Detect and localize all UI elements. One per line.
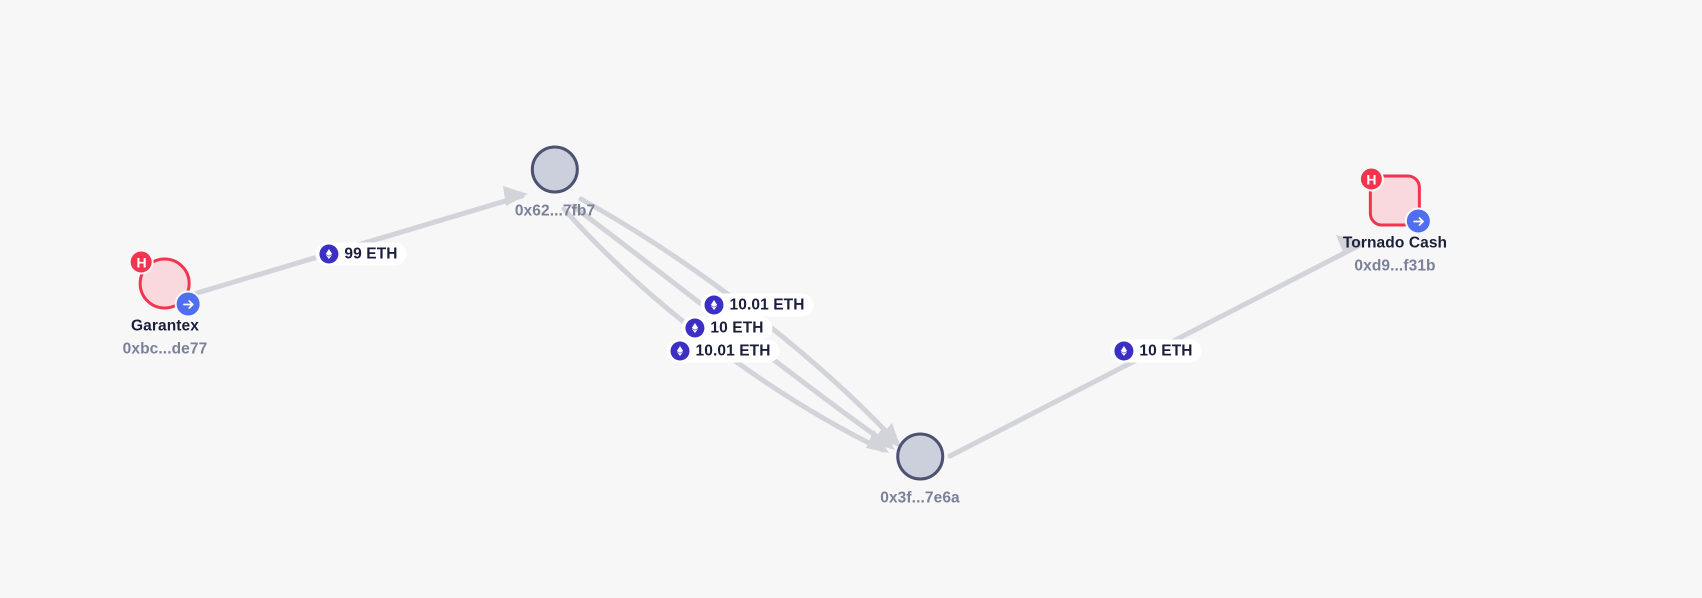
node-glyph[interactable]: H bbox=[129, 249, 202, 318]
edge-label-10-01-eth-a[interactable]: 10.01 ETH bbox=[700, 293, 814, 317]
address-shape bbox=[531, 145, 579, 194]
node-name: Garantex bbox=[131, 317, 199, 335]
edge-amount: 99 ETH bbox=[344, 245, 398, 262]
ethereum-diamond-icon bbox=[1120, 345, 1128, 357]
node-garantex[interactable]: H Garantex 0xbc...de77 bbox=[122, 249, 208, 359]
arrow-right-icon bbox=[1412, 216, 1424, 226]
eth-icon bbox=[685, 318, 705, 338]
node-address: 0x3f...7e6a bbox=[880, 489, 960, 507]
edge-amount: 10.01 ETH bbox=[695, 342, 771, 359]
address-shape bbox=[896, 432, 944, 481]
node-address: 0xbc...de77 bbox=[122, 340, 208, 358]
ethereum-diamond-icon bbox=[691, 322, 699, 334]
node-glyph[interactable]: H bbox=[1358, 166, 1432, 235]
eth-icon bbox=[1114, 341, 1134, 361]
outflow-badge[interactable] bbox=[175, 290, 202, 318]
node-address: 0x62...7fb7 bbox=[514, 202, 596, 220]
hack-badge[interactable]: H bbox=[1358, 166, 1384, 192]
edge-amount: 10.01 ETH bbox=[729, 296, 805, 313]
node-glyph[interactable] bbox=[896, 432, 944, 481]
edge-label-10-01-eth-b[interactable]: 10.01 ETH bbox=[666, 339, 780, 363]
node-addr-62[interactable]: 0x62...7fb7 bbox=[514, 145, 596, 221]
eth-icon bbox=[704, 295, 724, 315]
node-name: Tornado Cash bbox=[1342, 234, 1448, 252]
node-addr-3f[interactable]: 0x3f...7e6a bbox=[880, 432, 960, 508]
edge-amount: 10 ETH bbox=[710, 319, 764, 336]
hack-badge[interactable]: H bbox=[129, 249, 154, 275]
edge-label-10-eth-a[interactable]: 10 ETH bbox=[681, 316, 773, 340]
ethereum-diamond-icon bbox=[710, 299, 718, 311]
edge-amount: 10 ETH bbox=[1139, 342, 1193, 359]
node-tornado-cash[interactable]: H Tornado Cash 0xd9...f31b bbox=[1342, 166, 1448, 276]
hack-badge-label: H bbox=[136, 254, 147, 270]
hack-badge-label: H bbox=[1366, 171, 1377, 187]
edge-label-99-eth[interactable]: 99 ETH bbox=[315, 242, 407, 266]
node-glyph[interactable] bbox=[531, 145, 579, 194]
edge-label-10-eth-b[interactable]: 10 ETH bbox=[1110, 339, 1202, 363]
eth-icon bbox=[670, 341, 690, 361]
outflow-badge[interactable] bbox=[1404, 207, 1432, 235]
ethereum-diamond-icon bbox=[325, 248, 333, 260]
ethereum-diamond-icon bbox=[676, 345, 684, 357]
edge-garantex-to-addr62[interactable] bbox=[194, 186, 528, 296]
arrow-right-icon bbox=[182, 299, 194, 309]
node-address: 0xd9...f31b bbox=[1354, 257, 1436, 275]
eth-icon bbox=[319, 244, 339, 264]
